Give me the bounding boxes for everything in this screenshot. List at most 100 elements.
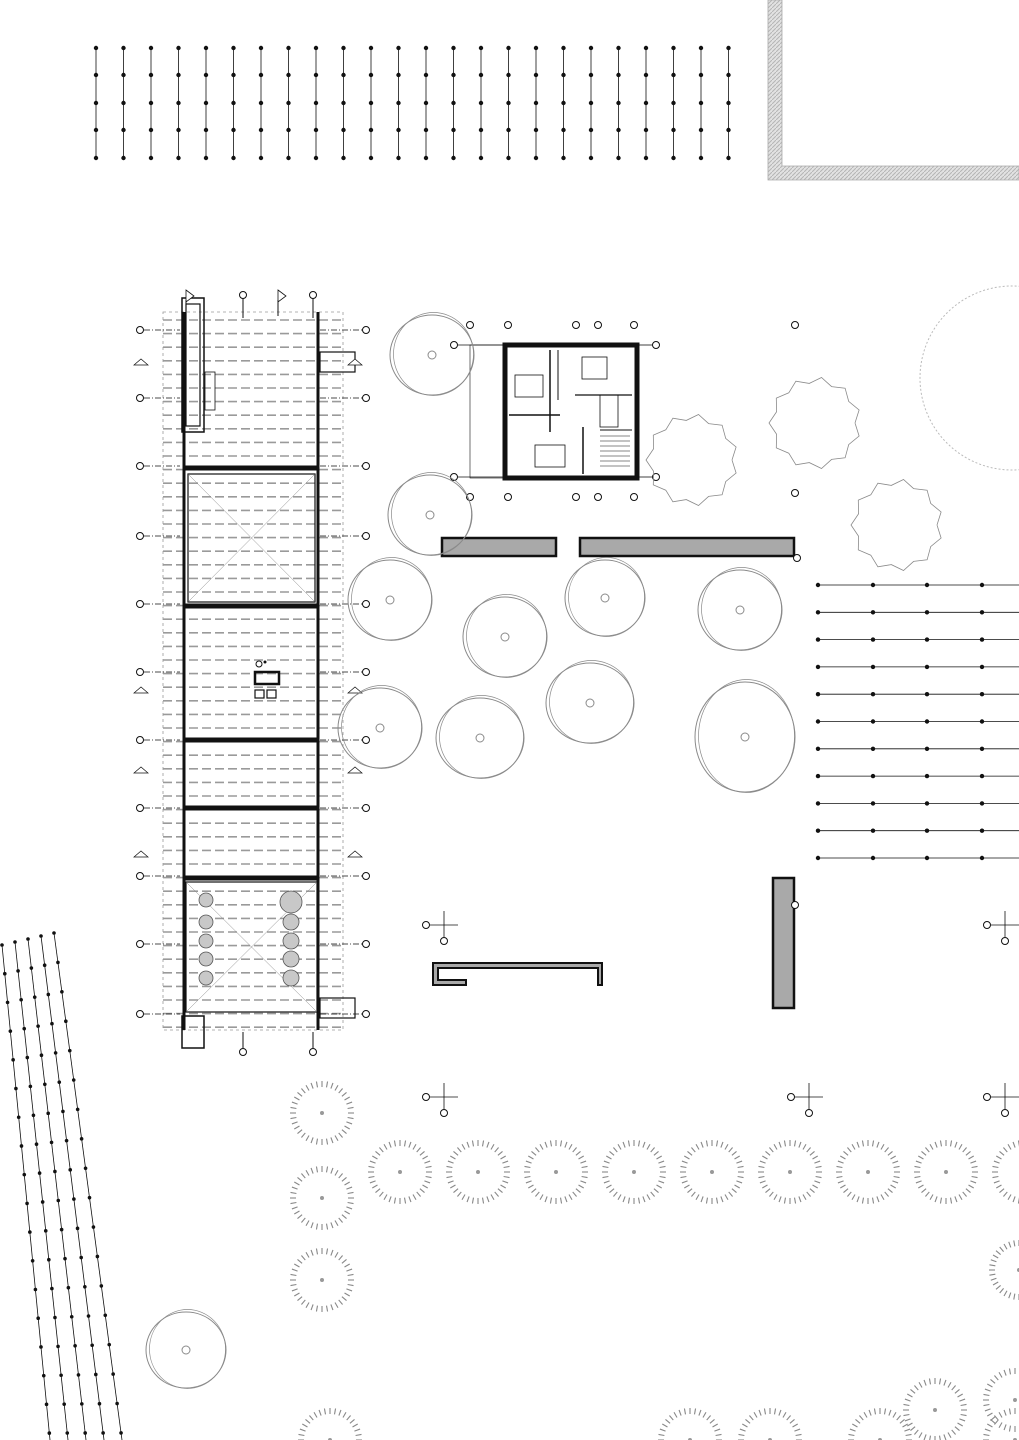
grid-dot <box>588 72 594 78</box>
tree-spike <box>665 1419 671 1424</box>
grid-dot <box>258 45 264 51</box>
grid-marker-icon <box>309 291 317 299</box>
grid-dot <box>5 1000 10 1005</box>
tree-spike <box>346 1268 353 1272</box>
tree-spike <box>581 1165 588 1169</box>
tree-spike <box>344 1125 350 1130</box>
tree-spike <box>871 1140 875 1147</box>
grid-dot <box>16 969 20 973</box>
tree-icon <box>545 660 635 744</box>
tree-spike <box>412 1144 417 1150</box>
tree-spike <box>578 1155 584 1160</box>
tree-spike <box>334 1220 339 1226</box>
grid-marker-icon <box>791 321 799 329</box>
void-frame <box>187 473 316 603</box>
tree-spike <box>301 1088 306 1094</box>
tree-spike <box>581 1175 588 1179</box>
grid-dot <box>76 1373 81 1377</box>
grid-dot <box>561 45 566 51</box>
tree-spike <box>728 1191 733 1197</box>
tree-spike <box>893 1175 900 1179</box>
building-outline <box>162 311 344 1031</box>
tree-spike <box>715 1433 722 1437</box>
grid-dot <box>13 940 17 944</box>
tree-spike <box>1007 1194 1012 1200</box>
grid-dot <box>561 100 566 106</box>
grid-dot <box>56 1344 60 1349</box>
grid-dot <box>979 637 985 642</box>
tree-spike <box>809 1188 815 1193</box>
grid-dot <box>111 1372 115 1376</box>
grid-dot <box>56 960 60 965</box>
tree-spike <box>525 1180 532 1184</box>
column-disc <box>198 892 214 908</box>
fixture-circle <box>255 660 263 668</box>
tree-spike <box>503 1175 510 1179</box>
tree-spike <box>341 1177 347 1182</box>
tree-spike <box>951 1385 956 1391</box>
grid-dot <box>43 1082 47 1087</box>
tree-spike <box>383 1194 388 1200</box>
terrace-outline <box>469 344 506 479</box>
tree-spike <box>678 1409 682 1416</box>
grid-dot <box>56 1198 61 1203</box>
grid-dot <box>286 72 291 78</box>
tree-spike <box>524 1175 531 1179</box>
tree-spike <box>884 1147 889 1153</box>
grid-dot <box>815 719 821 724</box>
grid-dot <box>698 72 704 78</box>
tree-spike <box>773 1194 778 1200</box>
tree-spike <box>369 1160 376 1164</box>
tree-spike <box>347 1283 354 1287</box>
large-tree-outline <box>919 285 1019 471</box>
tree-canopy <box>391 472 472 556</box>
grid-dot <box>815 664 821 670</box>
tree-spike <box>559 1197 563 1204</box>
grid-dot <box>313 155 319 161</box>
tree-spike <box>683 1408 687 1415</box>
tree-spike <box>983 1393 990 1397</box>
tree-spike <box>1007 1144 1012 1150</box>
grid-dot <box>93 127 99 133</box>
grid-dot <box>83 1431 87 1435</box>
tree-spike <box>315 1223 319 1230</box>
column-disc <box>198 970 214 986</box>
grid-dot <box>52 931 56 935</box>
tree-spike <box>914 1175 921 1179</box>
grid-dot <box>924 610 930 615</box>
tree-spike <box>494 1147 499 1153</box>
tree-spike <box>412 1194 417 1200</box>
tree-spike <box>731 1188 737 1193</box>
grid-marker-icon <box>362 394 370 402</box>
fixture-dot <box>263 660 267 664</box>
tree-spike <box>297 1296 303 1301</box>
tree-spike <box>792 1423 798 1428</box>
tree-spike <box>305 1252 310 1258</box>
grid-dot <box>313 100 319 106</box>
grid-marker-icon <box>572 321 580 329</box>
tree-spike <box>291 1121 298 1125</box>
grid-dot <box>62 1402 66 1406</box>
tree-spike <box>993 1180 1000 1184</box>
tree-spike <box>962 1191 967 1197</box>
bed-icon <box>581 356 608 380</box>
spiky-tree-icon <box>836 1140 900 1204</box>
tree-spike <box>836 1165 843 1169</box>
tree-spike <box>419 1188 425 1193</box>
grid-dot <box>64 1019 68 1024</box>
spiky-tree-icon <box>290 1166 354 1230</box>
grid-dot <box>286 155 291 161</box>
tree-spike <box>497 1188 503 1193</box>
tree-trunk <box>375 723 385 733</box>
grid-dot <box>815 610 821 615</box>
grid-dot <box>16 1115 21 1120</box>
tree-spike <box>904 1418 911 1422</box>
tree-spike <box>315 1081 319 1088</box>
grid-dot <box>815 746 821 751</box>
tree-spike <box>907 1422 913 1427</box>
tree-spike <box>656 1155 662 1160</box>
tree-spike <box>983 1433 990 1437</box>
tree-spike <box>947 1382 952 1388</box>
tree-trunk <box>600 593 610 603</box>
grid-dot <box>368 45 374 51</box>
